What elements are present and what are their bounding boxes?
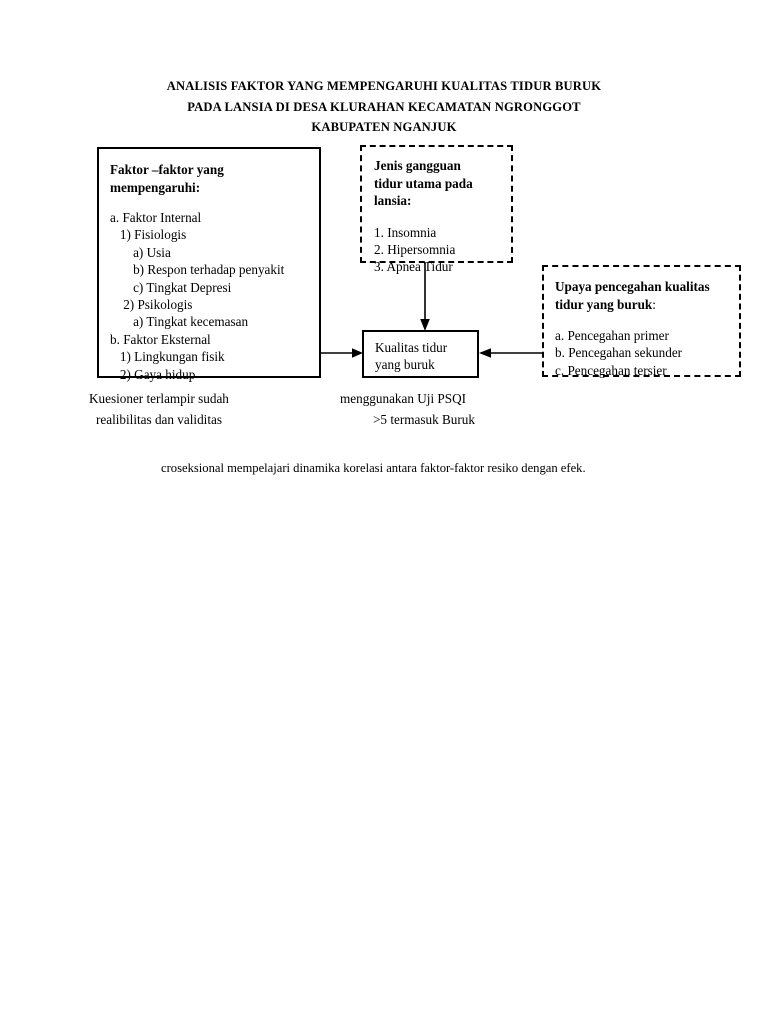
psqi-caption: menggunakan Uji PSQI >5 termasuk Buruk bbox=[340, 388, 560, 430]
psqi-caption-line-2: >5 termasuk Buruk bbox=[373, 412, 475, 427]
footnote-text: croseksional mempelajari dinamika korela… bbox=[161, 461, 586, 475]
list-item: b. Faktor Eksternal bbox=[110, 331, 211, 347]
list-item: 3. Apnea Tidur bbox=[374, 259, 453, 275]
prevention-list: a. Pencegahan primer b. Pencegahan sekun… bbox=[555, 327, 739, 379]
factors-list: a. Faktor Internal 1) Fisiologis a) Usia… bbox=[110, 209, 319, 383]
prevention-box: Upaya pencegahan kualitas tidur yang bur… bbox=[542, 265, 741, 379]
disorders-heading-line-1: Jenis gangguan bbox=[374, 158, 461, 173]
disorders-heading-line-3: lansia: bbox=[374, 193, 412, 208]
factors-heading-line-1: Faktor –faktor yang bbox=[110, 162, 224, 177]
prevention-heading-line-2-text: tidur yang buruk bbox=[555, 296, 653, 312]
questionnaire-caption-line-2: realibilitas dan validitas bbox=[96, 412, 222, 427]
list-item: a) Tingkat kecemasan bbox=[110, 314, 249, 330]
list-item: a) Usia bbox=[110, 244, 171, 260]
outcome-box: Kualitas tidur yang buruk bbox=[362, 330, 479, 378]
list-item: c) Tingkat Depresi bbox=[110, 279, 232, 295]
outcome-line-2: yang buruk bbox=[375, 357, 435, 373]
arrow-right-to-center-icon bbox=[479, 348, 543, 358]
list-item: 2. Hipersomnia bbox=[374, 241, 456, 257]
arrow-left-to-center-icon bbox=[321, 348, 363, 358]
title-line-2: PADA LANSIA DI DESA KLURAHAN KECAMATAN N… bbox=[187, 99, 581, 114]
sleep-disorders-box: Jenis gangguan tidur utama pada lansia: … bbox=[360, 145, 513, 274]
disorders-heading-line-2: tidur utama pada bbox=[374, 175, 473, 191]
list-item: c. Pencegahan tersier bbox=[555, 362, 667, 378]
prevention-heading-line-1: Upaya pencegahan kualitas bbox=[555, 279, 710, 294]
psqi-caption-line-1: menggunakan Uji PSQI bbox=[340, 391, 467, 406]
list-item: b. Pencegahan sekunder bbox=[555, 345, 683, 361]
list-item: 1. Insomnia bbox=[374, 224, 437, 240]
list-item: 1) Lingkungan fisik bbox=[110, 349, 225, 365]
title-line-3: KABUPATEN NGANJUK bbox=[311, 120, 457, 134]
title-line-1: ANALISIS FAKTOR YANG MEMPENGARUHI KUALIT… bbox=[166, 79, 602, 93]
disorders-list: 1. Insomnia 2. Hipersomnia 3. Apnea Tidu… bbox=[374, 224, 511, 276]
arrow-top-to-center-icon bbox=[420, 263, 430, 331]
disorders-heading: Jenis gangguan tidur utama pada lansia: bbox=[374, 157, 511, 210]
list-item: 2) Gaya hidup bbox=[110, 366, 196, 382]
factors-heading-line-2: mempengaruhi: bbox=[110, 179, 201, 195]
questionnaire-caption: Kuesioner terlampir sudah realibilitas d… bbox=[89, 388, 339, 430]
factors-box: Faktor –faktor yang mempengaruhi: a. Fak… bbox=[97, 147, 321, 382]
list-item: 2) Psikologis bbox=[110, 297, 193, 313]
page-title: ANALISIS FAKTOR YANG MEMPENGARUHI KUALIT… bbox=[0, 76, 768, 138]
list-item: b) Respon terhadap penyakit bbox=[110, 262, 285, 278]
prevention-heading: Upaya pencegahan kualitas tidur yang bur… bbox=[555, 278, 739, 313]
prevention-heading-line-2: tidur yang buruk: bbox=[555, 296, 739, 314]
factors-heading: Faktor –faktor yang mempengaruhi: bbox=[110, 161, 319, 196]
list-item: a. Pencegahan primer bbox=[555, 328, 669, 343]
prevention-heading-colon: : bbox=[652, 296, 656, 312]
list-item: 1) Fisiologis bbox=[110, 227, 187, 243]
questionnaire-caption-line-1: Kuesioner terlampir sudah bbox=[89, 391, 229, 406]
list-item: a. Faktor Internal bbox=[110, 210, 202, 225]
outcome-line-1: Kualitas tidur bbox=[375, 340, 448, 355]
